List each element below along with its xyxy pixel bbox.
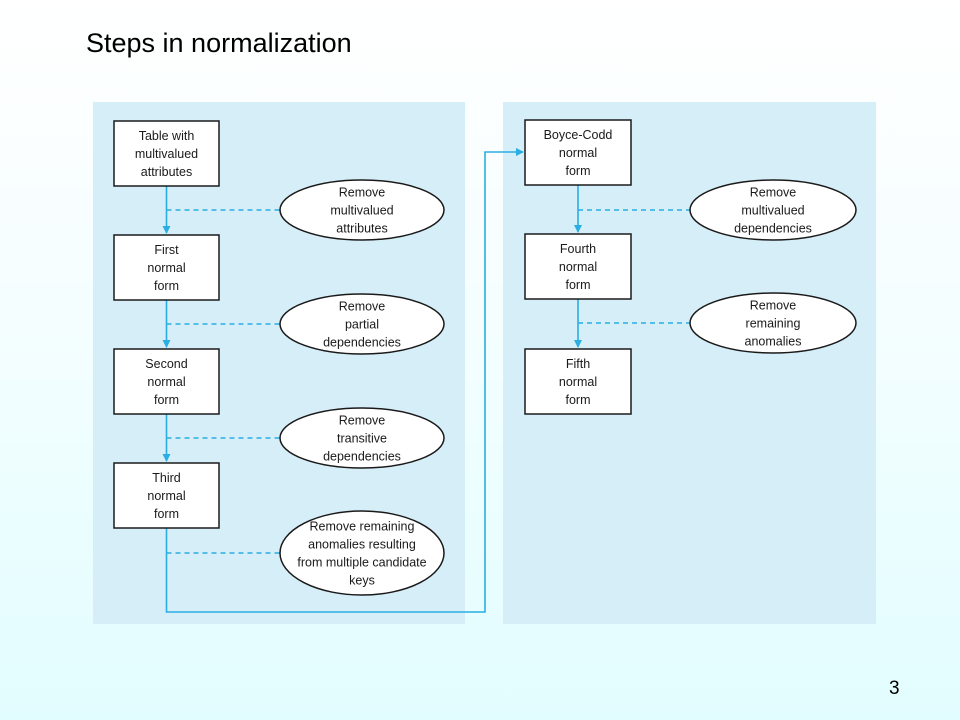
step-ellipse-left-1-outline	[279, 179, 445, 241]
step-ellipse-left-1-label: attributes	[336, 222, 387, 236]
step-ellipse-right-1-label: multivalued	[741, 204, 804, 218]
normal-form-box-left-4-border	[113, 462, 220, 529]
normal-form-box-left-2-label: form	[154, 279, 179, 293]
normal-form-box-left-2: First normal form	[113, 234, 220, 301]
step-ellipse-right-2-label: remaining	[746, 317, 801, 331]
step-ellipse-left-3-outline	[279, 407, 445, 469]
step-ellipse-left-2-label: partial	[345, 318, 379, 332]
step-ellipse-left-4-label: Remove remaining	[310, 520, 415, 534]
normal-form-box-left-4-label: normal	[147, 489, 185, 503]
normal-form-box-right-2-label: Fourth	[560, 242, 596, 256]
step-ellipse-left-2: Remove partial dependencies	[279, 293, 445, 355]
slide-title: Steps in normalization	[86, 28, 352, 58]
step-ellipse-left-4-label: anomalies resulting	[308, 538, 416, 552]
normal-form-box-right-1-label: normal	[559, 146, 597, 160]
step-ellipse-right-2-label: anomalies	[745, 335, 802, 349]
step-ellipse-right-2-outline	[689, 292, 857, 354]
normal-form-box-left-4: Third normal form	[113, 462, 220, 529]
step-ellipse-left-3-label: Remove	[339, 414, 386, 428]
normal-form-box-right-1-label: Boyce-Codd	[544, 128, 613, 142]
normal-form-box-left-1-label: attributes	[141, 165, 192, 179]
normal-form-box-right-3: Fifth normal form	[524, 348, 632, 415]
step-ellipse-left-2-outline	[279, 293, 445, 355]
normal-form-box-right-3-label: form	[566, 393, 591, 407]
step-ellipse-right-1-outline	[689, 179, 857, 241]
normal-form-box-left-4-label: form	[154, 507, 179, 521]
normal-form-box-left-3-label: form	[154, 393, 179, 407]
normal-form-box-right-1: Boyce-Codd normal form	[524, 119, 632, 186]
normal-form-box-left-1-label: Table with	[139, 129, 195, 143]
step-ellipse-right-2: Remove remaining anomalies	[689, 292, 857, 354]
normal-form-box-left-4-label: Third	[152, 471, 181, 485]
step-ellipse-left-4-label: from multiple candidate	[297, 556, 426, 570]
normal-form-box-left-3-label: Second	[145, 357, 187, 371]
step-ellipse-left-2-label: dependencies	[323, 336, 401, 350]
step-ellipse-right-1-label: dependencies	[734, 222, 812, 236]
normal-form-box-left-3-border	[113, 348, 220, 415]
step-ellipse-left-1-label: multivalued	[330, 204, 393, 218]
step-ellipse-left-3-label: transitive	[337, 432, 387, 446]
step-ellipse-right-2-label: Remove	[750, 299, 797, 313]
normal-form-box-right-1-label: form	[566, 164, 591, 178]
normal-form-box-left-1-label: multivalued	[135, 147, 198, 161]
normal-form-box-right-2-label: normal	[559, 260, 597, 274]
step-ellipse-left-3: Remove transitive dependencies	[279, 407, 445, 469]
normal-form-box-left-2-label: normal	[147, 261, 185, 275]
step-ellipse-left-3-label: dependencies	[323, 450, 401, 464]
normal-form-box-left-2-label: First	[154, 243, 179, 257]
normal-form-box-right-1-border	[524, 119, 632, 186]
normal-form-box-right-2-label: form	[566, 278, 591, 292]
normal-form-box-left-1: Table with multivalued attributes	[113, 120, 220, 187]
step-ellipse-left-2-label: Remove	[339, 300, 386, 314]
normal-form-box-right-3-label: Fifth	[566, 357, 590, 371]
step-ellipse-left-1-label: Remove	[339, 186, 386, 200]
page-number: 3	[889, 678, 900, 699]
normal-form-box-right-3-label: normal	[559, 375, 597, 389]
step-ellipse-left-1: Remove multivalued attributes	[279, 179, 445, 241]
normal-form-box-left-1-border	[113, 120, 220, 187]
normal-form-box-left-3: Second normal form	[113, 348, 220, 415]
step-ellipse-right-1-label: Remove	[750, 186, 797, 200]
step-ellipse-right-1: Remove multivalued dependencies	[689, 179, 857, 241]
step-ellipse-left-4-outline	[279, 510, 445, 596]
flow-arrow-to-bcnf	[165, 148, 524, 613]
normal-form-box-right-2: Fourth normal form	[524, 233, 632, 300]
normal-form-box-left-3-label: normal	[147, 375, 185, 389]
step-ellipse-left-4: Remove remaining anomalies resulting from …	[279, 510, 445, 596]
normal-form-box-right-2-border	[524, 233, 632, 300]
normal-form-box-left-2-border	[113, 234, 220, 301]
step-ellipse-left-4-label: keys	[349, 574, 375, 588]
normal-form-box-right-3-border	[524, 348, 632, 415]
